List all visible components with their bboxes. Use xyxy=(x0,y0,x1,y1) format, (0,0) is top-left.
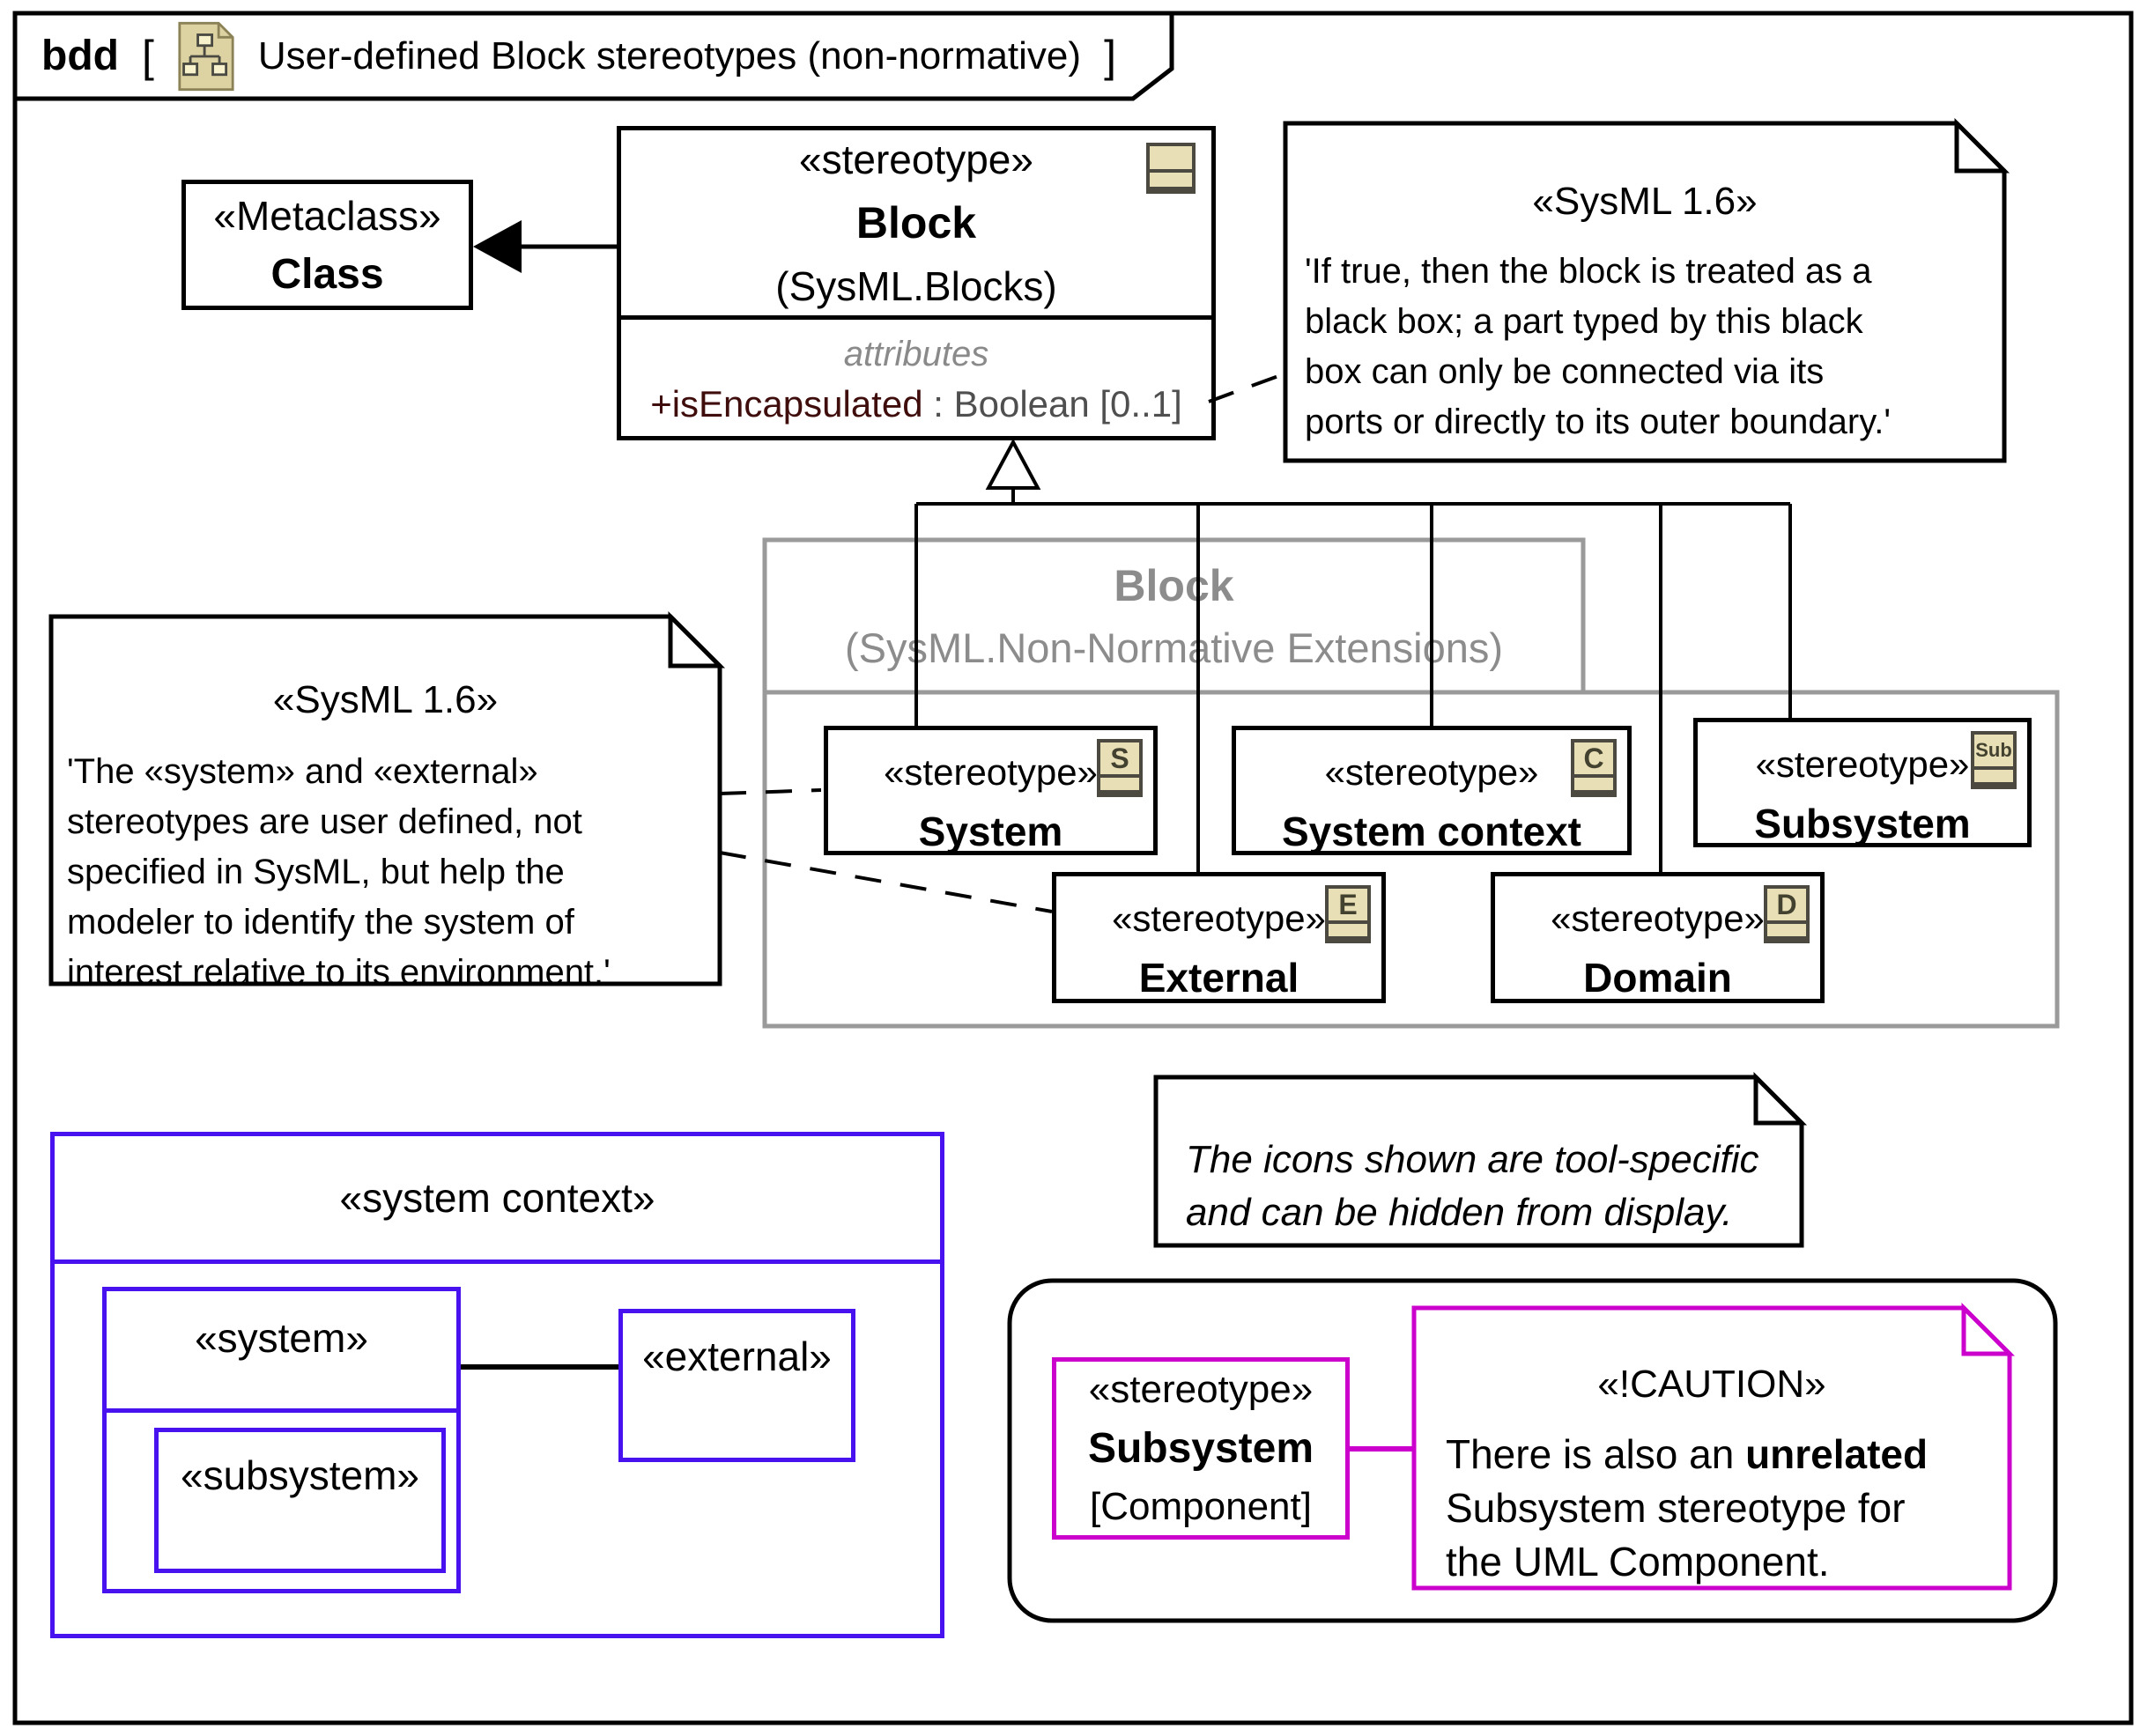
note-icons-line: and can be hidden from display. xyxy=(1186,1191,1733,1234)
note-icons-line: The icons shown are tool-specific xyxy=(1186,1138,1759,1181)
subsystem-icon-stripes xyxy=(1974,766,2013,786)
note-user-line: interest relative to its environment.' xyxy=(67,953,611,992)
system-title-compartment: «system» xyxy=(107,1291,456,1413)
note-caution-line: There is also an unrelated xyxy=(1446,1431,1929,1477)
note-caution-line: Subsystem stereotype for xyxy=(1446,1485,1906,1531)
external-icon-stripes xyxy=(1329,920,1367,940)
stereotype-name: External xyxy=(1138,955,1299,1001)
external-label: «external» xyxy=(642,1333,832,1379)
attribute-isencapsulated: +isEncapsulated : Boolean [0..1] xyxy=(650,383,1182,425)
note-block-line: black box; a part typed by this black xyxy=(1305,302,1863,341)
metaclass-keyword: «Metaclass» xyxy=(213,192,441,239)
block-package: (SysML.Blocks) xyxy=(775,263,1057,309)
domain-icon-letter: D xyxy=(1776,889,1797,920)
system-context-icon-stripes xyxy=(1574,774,1613,794)
note-user-text: «SysML 1.6» 'The «system» and «external»… xyxy=(51,617,720,998)
system-context-icon-letter: C xyxy=(1583,742,1604,774)
generalization-triangle-icon xyxy=(985,438,1041,490)
block-attributes-compartment: attributes +isEncapsulated : Boolean [0.… xyxy=(621,320,1211,440)
system-context-icon: C xyxy=(1571,739,1617,797)
stereotype-keyword: «stereotype» xyxy=(1324,751,1539,793)
tab-open-bracket: [ xyxy=(141,31,154,81)
stereotype-box-system-context[interactable]: C «stereotype» System context xyxy=(1232,726,1632,855)
block-name: Block xyxy=(855,198,977,247)
block-title-compartment: «stereotype» Block (SysML.Blocks) xyxy=(621,130,1211,320)
subsystem-icon: Sub xyxy=(1971,731,2017,789)
note-user-title: «SysML 1.6» xyxy=(272,678,499,721)
note-user-line: 'The «system» and «external» xyxy=(67,752,538,791)
class-icon-stripes xyxy=(1150,169,1192,190)
subsystem-component-box[interactable]: «stereotype» Subsystem [Component] xyxy=(1052,1357,1350,1540)
note-icons-text: The icons shown are tool-specific and ca… xyxy=(1156,1077,1802,1239)
stereotype-box-external[interactable]: E «stereotype» External xyxy=(1052,872,1386,1003)
subsystem-icon-letter: Sub xyxy=(1975,739,2012,761)
stereotype-box-domain[interactable]: D «stereotype» Domain xyxy=(1491,872,1825,1003)
extension-arrow xyxy=(473,220,617,273)
block-stereotype-keyword: «stereotype» xyxy=(799,137,1033,182)
system-context-label: «system context» xyxy=(339,1175,655,1221)
metaclass-class-box[interactable]: «Metaclass» Class xyxy=(181,180,473,310)
caution-bold-word: unrelated xyxy=(1745,1431,1929,1477)
external-icon-letter: E xyxy=(1338,889,1358,920)
note-user-line: specified in SysML, but help the xyxy=(67,853,565,891)
anchor-note-block xyxy=(1208,372,1286,403)
system-icon: S xyxy=(1097,739,1143,797)
note-user-line: modeler to identify the system of xyxy=(67,903,574,942)
package-qualifier: (SysML.Non-Normative Extensions) xyxy=(845,624,1503,671)
note-block-text: «SysML 1.6» 'If true, then the block is … xyxy=(1285,123,2004,447)
bdd-document-icon xyxy=(178,21,234,91)
metaclass-name: Class xyxy=(270,250,384,298)
package-title: Block (SysML.Non-Normative Extensions) xyxy=(765,540,1583,692)
system-context-title-compartment: «system context» xyxy=(55,1136,940,1264)
stereotype-name: System context xyxy=(1281,809,1581,854)
caution-box-qualifier: [Component] xyxy=(1090,1485,1312,1528)
note-block-line: box can only be connected via its xyxy=(1305,352,1825,391)
domain-icon: D xyxy=(1764,885,1810,943)
caution-box-stereotype: «stereotype» xyxy=(1088,1368,1314,1411)
stereotype-name: Subsystem xyxy=(1754,801,1971,846)
diagram-title: User-defined Block stereotypes (non-norm… xyxy=(257,33,1082,78)
domain-icon-stripes xyxy=(1767,920,1806,940)
system-icon-stripes xyxy=(1100,774,1139,794)
anchor-note-system xyxy=(719,788,822,795)
frame-tab-header: bdd [ User-defined Block stereotypes (no… xyxy=(15,13,1133,99)
stereotype-box-system[interactable]: S «stereotype» System xyxy=(824,726,1158,855)
block-stereotype-box[interactable]: «stereotype» Block (SysML.Blocks) attrib… xyxy=(617,126,1216,440)
stereotype-name: System xyxy=(918,809,1063,854)
attributes-label: attributes xyxy=(843,335,989,373)
external-box[interactable]: «external» xyxy=(618,1309,855,1462)
note-block-line: ports or directly to its outer boundary.… xyxy=(1305,403,1891,441)
subsystem-label: «subsystem» xyxy=(180,1452,419,1498)
note-caution-text: «!CAUTION» There is also an unrelated Su… xyxy=(1414,1308,2010,1589)
system-label: «system» xyxy=(195,1315,368,1361)
note-caution-title: «!CAUTION» xyxy=(1597,1363,1826,1406)
note-block-title: «SysML 1.6» xyxy=(1532,180,1758,223)
subsystem-nested-box[interactable]: «subsystem» xyxy=(154,1428,446,1573)
tab-close-bracket: ] xyxy=(1104,31,1116,81)
diagram-kind-label: bdd xyxy=(41,33,119,79)
caution-box-name: Subsystem xyxy=(1087,1425,1314,1472)
note-user-line: stereotypes are user defined, not xyxy=(67,802,582,841)
package-name: Block xyxy=(1114,561,1234,610)
system-icon-letter: S xyxy=(1110,742,1129,774)
anchor-note-external xyxy=(719,851,1053,913)
stereotype-name: Domain xyxy=(1583,955,1732,1001)
stereotype-box-subsystem[interactable]: Sub «stereotype» Subsystem xyxy=(1693,718,2032,847)
external-icon: E xyxy=(1325,885,1371,943)
note-block-line: 'If true, then the block is treated as a xyxy=(1305,252,1872,291)
note-caution-line: the UML Component. xyxy=(1446,1539,1830,1585)
class-icon xyxy=(1146,143,1196,194)
